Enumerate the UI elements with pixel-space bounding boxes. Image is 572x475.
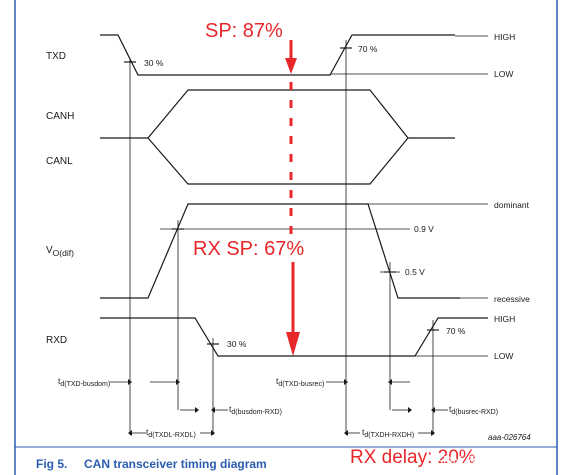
rx-delay-annotation: RX delay: 20% [350,447,476,468]
figure-number: Fig 5. [36,457,67,471]
level-dominant: dominant [494,200,530,210]
arrowhead-t2-right [388,379,392,385]
arrowhead-t6-left [344,430,348,436]
level-high-rxd: HIGH [494,314,515,324]
sp-annotation: SP: 87% [205,20,283,42]
arrowhead-t5-left [128,430,132,436]
timing-busdom-rxd: td(busdom-RXD) [229,404,282,416]
sp-arrowhead [285,58,297,74]
level-low-rxd: LOW [494,351,513,361]
timing-txdl-rxdl: td(TXDL-RXDL) [146,427,196,439]
pct-txd-fall: 30 % [144,58,164,68]
arrowhead-t4-right [431,407,435,413]
rx-sp-marker [286,262,300,356]
figure-title: CAN transceiver timing diagram [84,457,267,471]
level-low-top: LOW [494,69,513,79]
level-recessive: recessive [494,294,530,304]
arrowhead-t5-right [211,430,215,436]
rx-sp-annotation: RX SP: 67% [193,238,304,260]
arrowhead-t4-left [408,407,412,413]
arrowhead-t3-right [211,407,215,413]
timing-txdh-rxdh: td(TXDH-RXDH) [362,427,414,439]
pct-txd-rise: 70 % [358,44,378,54]
watermark: CSDN @Lenz's law [425,453,540,468]
vodif-waveform [100,203,460,299]
signal-canh-label: CANH [46,111,74,122]
level-05v: 0.5 V [405,267,425,277]
level-09v: 0.9 V [414,224,434,234]
signal-txd-label: TXD [46,51,66,62]
signal-vodif-label: VO(dif) [46,245,74,258]
pct-rxd-fall: 30 % [227,339,247,349]
rxd-waveform [100,317,488,357]
arrowhead-t1-left [128,379,132,385]
canh-waveform [100,89,455,139]
arrowhead-t1-right [176,379,180,385]
level-high-top: HIGH [494,32,515,42]
arrowhead-t3-left [195,407,199,413]
timing-busrec-rxd: td(busrec-RXD) [449,404,498,416]
signal-rxd-label: RXD [46,335,67,346]
timing-txd-busdom: td(TXD-busdom) [58,376,110,388]
pct-rxd-rise: 70 % [446,326,466,336]
sp-marker [285,40,297,236]
arrowhead-t6-right [431,430,435,436]
rx-sp-arrowhead [286,332,300,356]
signal-canl-label: CANL [46,156,73,167]
txd-waveform [100,34,455,76]
timing-txd-busrec: td(TXD-busrec) [276,376,324,388]
figure-id: aaa-026764 [488,433,531,442]
arrowhead-t2-left [344,379,348,385]
canl-waveform [147,137,409,185]
